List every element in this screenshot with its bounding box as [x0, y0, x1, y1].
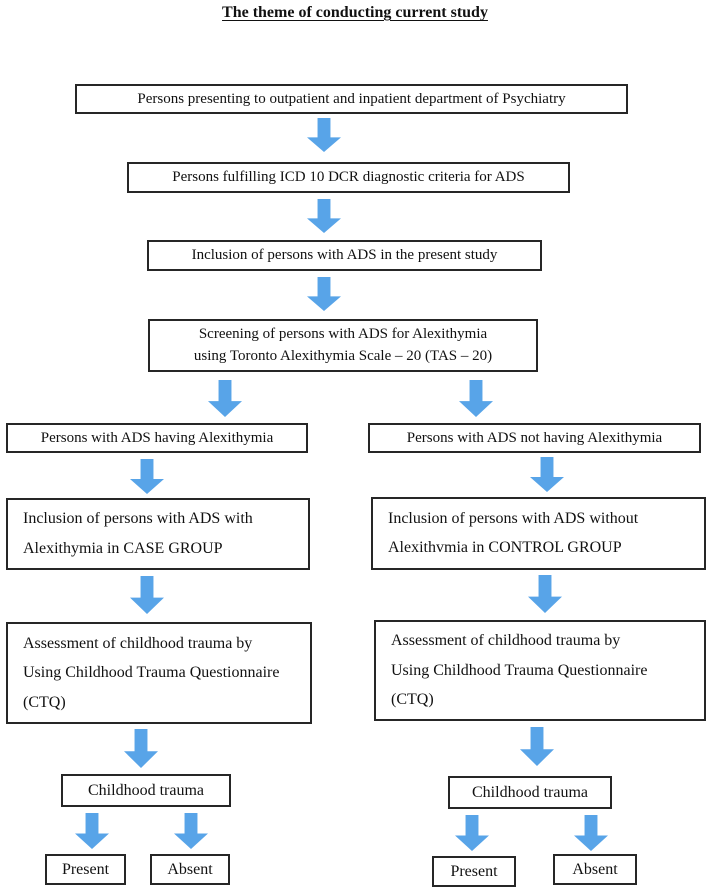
down-arrow — [455, 815, 489, 851]
down-arrow — [124, 729, 158, 768]
box-control-group: Inclusion of persons with ADS without Al… — [371, 497, 706, 570]
box-criteria: Persons fulfilling ICD 10 DCR diagnostic… — [127, 162, 570, 193]
box-absent-left: Absent — [150, 854, 230, 885]
box-ctq-left-line-3: (CTQ) — [23, 693, 66, 711]
box-alexithymia-absent: Persons with ADS not having Alexithymia — [368, 423, 701, 453]
down-arrow — [520, 727, 554, 766]
box-screening-line-1: Screening of persons with ADS for Alexit… — [198, 325, 488, 342]
down-arrow — [75, 813, 109, 849]
box-present-left: Present — [45, 854, 126, 885]
down-arrow — [130, 459, 164, 494]
down-arrow — [208, 380, 242, 417]
box-absent-right: Absent — [553, 854, 637, 885]
box-ctq-assessment-left: Assessment of childhood trauma by Using … — [6, 622, 312, 724]
down-arrow — [530, 457, 564, 492]
box-childhood-trauma-right: Childhood trauma — [448, 776, 612, 809]
box-case-group-line-2: Alexithymia in CASE GROUP — [23, 539, 223, 557]
down-arrow — [574, 815, 608, 851]
box-screening: Screening of persons with ADS for Alexit… — [148, 319, 538, 372]
down-arrow — [459, 380, 493, 417]
box-inclusion-study: Inclusion of persons with ADS in the pre… — [147, 240, 542, 271]
down-arrow — [307, 199, 341, 233]
box-case-group-line-1: Inclusion of persons with ADS with — [23, 510, 253, 528]
box-case-group: Inclusion of persons with ADS with Alexi… — [6, 498, 310, 570]
box-screening-line-2: using Toronto Alexithymia Scale – 20 (TA… — [193, 348, 493, 365]
down-arrow — [528, 575, 562, 613]
box-ctq-left-line-2: Using Childhood Trauma Questionnaire — [23, 664, 280, 681]
down-arrow — [174, 813, 208, 849]
box-ctq-right-line-2: Using Childhood Trauma Questionnaire — [391, 661, 648, 679]
box-ctq-right-line-3: (CTQ) — [391, 690, 434, 708]
box-ctq-left-line-1: Assessment of childhood trauma by — [23, 634, 253, 652]
box-present-right: Present — [432, 856, 516, 887]
box-control-group-line-1: Inclusion of persons with ADS without — [388, 509, 639, 527]
box-control-group-line-2: Alexithvmia in CONTROL GROUP — [388, 539, 622, 557]
down-arrow — [130, 576, 164, 614]
box-population: Persons presenting to outpatient and inp… — [75, 84, 628, 114]
box-alexithymia-present: Persons with ADS having Alexithymia — [6, 423, 308, 453]
box-childhood-trauma-left: Childhood trauma — [61, 774, 231, 807]
page-title: The theme of conducting current study — [222, 4, 488, 21]
down-arrow — [307, 277, 341, 311]
box-ctq-right-line-1: Assessment of childhood trauma by — [391, 632, 621, 650]
box-ctq-assessment-right: Assessment of childhood trauma by Using … — [374, 620, 706, 721]
down-arrow — [307, 118, 341, 152]
